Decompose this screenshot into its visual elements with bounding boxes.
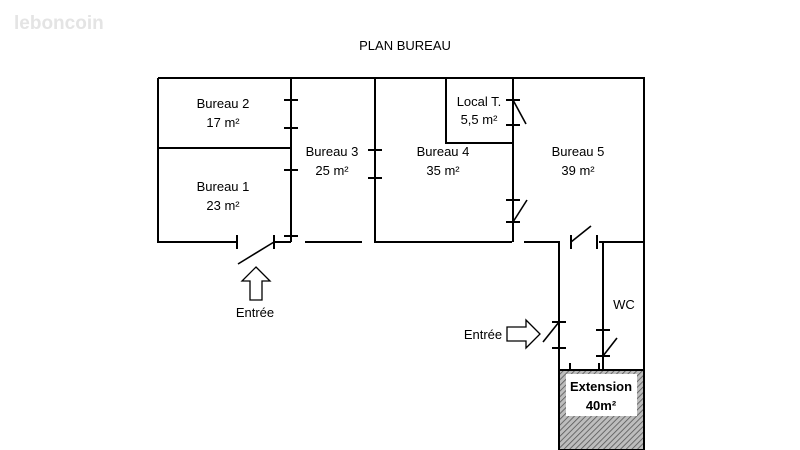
bureau5-area: 39 m²	[561, 163, 595, 178]
bureau4-area: 35 m²	[426, 163, 460, 178]
extension-name: Extension	[570, 379, 632, 394]
local-area: 5,5 m²	[461, 112, 499, 127]
side-entrance-label: Entrée	[464, 327, 502, 342]
extension-label-box	[566, 374, 637, 416]
watermark-logo: leboncoin	[14, 13, 104, 34]
bureau1-area: 23 m²	[206, 198, 240, 213]
bureau3-name: Bureau 3	[306, 144, 359, 159]
main-entrance-arrow	[240, 266, 272, 301]
door-swings	[237, 99, 618, 357]
door-ticks	[236, 99, 610, 377]
bureau1-name: Bureau 1	[197, 179, 250, 194]
bureau3-area: 25 m²	[315, 163, 349, 178]
side-entrance-arrow	[506, 318, 541, 350]
main-entrance-label: Entrée	[236, 305, 274, 320]
extension-area-value: 40m²	[586, 398, 617, 413]
bureau5-name: Bureau 5	[552, 144, 605, 159]
plan-title: PLAN BUREAU	[359, 38, 451, 53]
local-name: Local T.	[457, 94, 502, 109]
wc-name: WC	[613, 297, 635, 312]
bureau2-name: Bureau 2	[197, 96, 250, 111]
bureau2-area: 17 m²	[206, 115, 240, 130]
bureau4-name: Bureau 4	[417, 144, 470, 159]
